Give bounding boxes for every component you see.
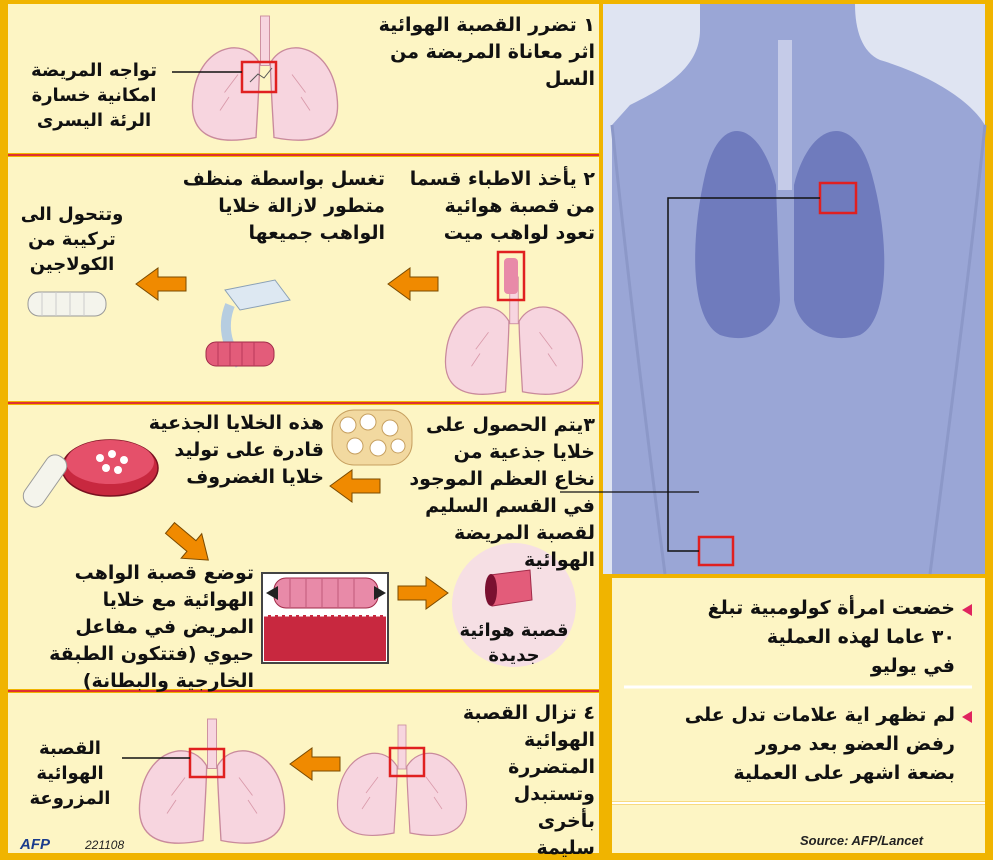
bioreactor [262, 573, 388, 663]
donor-trachea-segment [504, 258, 518, 294]
step3-text: ٣يتم الحصول على خلايا جذعية من نخاع العظ… [380, 412, 595, 574]
step1-text: ١ تضرر القصبة الهوائية اثر معاناة المريض… [360, 12, 595, 93]
step3-stem-text: هذه الخلايا الجذعية قادرة على توليد خلاي… [100, 410, 324, 491]
step3-new-text: قصبة هوائية جديدة [452, 618, 576, 668]
info-bullet-1: خضعت امرأة كولومبية تبلغ ٣٠ عاما لهذه ال… [620, 594, 955, 681]
graphic-code: 221108 [85, 838, 124, 852]
bullet-1-icon [962, 604, 972, 616]
step4-text: ٤ تزال القصبة الهوائية المتضررة وتستبدل … [460, 700, 595, 862]
step4-label: القصبة الهوائية المزروعة [18, 736, 122, 811]
collagen-tube [28, 292, 106, 316]
step1-label: تواجه المريضة امكانية خسارة الرئة اليسرى [14, 58, 174, 133]
source-credit: Source: AFP/Lancet [800, 833, 923, 848]
source-box [612, 805, 985, 853]
new-trachea-icon [485, 570, 532, 606]
step2-left-text: وتتحول الى تركيبة من الكولاجين [12, 202, 132, 277]
step3-place-text: توضع قصبة الواهب الهوائية مع خلايا المري… [18, 560, 254, 695]
step2-text: ٢ يأخذ الاطباء قسما من قصبة هوائية تعود … [400, 166, 595, 247]
info-bullet-2: لم تظهر اية علامات تدل على رفض العضو بعد… [620, 701, 955, 788]
step2-middle-text: تغسل بواسطة منظف متطور لازالة خلايا الوا… [165, 166, 385, 247]
bullet-2-icon [962, 711, 972, 723]
afp-logo: AFP [20, 836, 50, 853]
